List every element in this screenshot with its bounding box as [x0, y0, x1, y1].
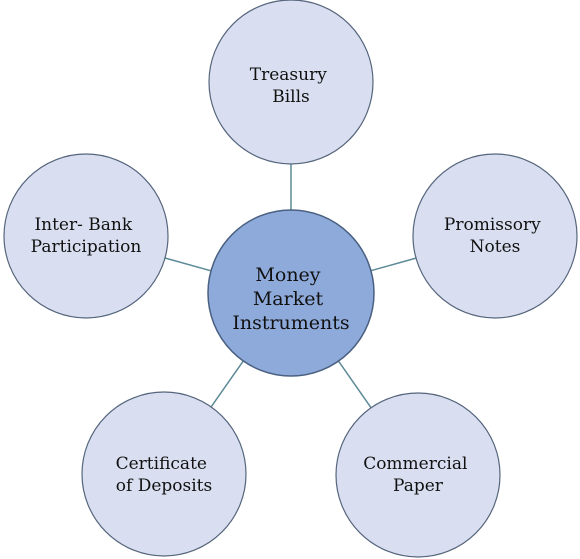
node-label-line-2: Paper: [393, 476, 444, 496]
node-circle: [412, 153, 578, 319]
node-circle: [3, 153, 169, 319]
node-label: Promissory Notes: [444, 215, 546, 257]
node-label: Inter- Bank Participation: [31, 215, 142, 257]
node-label-line-2: Bills: [272, 87, 310, 107]
node-label-line-2: of Deposits: [116, 476, 212, 496]
center-label-line-3: Instruments: [232, 312, 349, 334]
node-label: Treasury Bills: [250, 65, 332, 107]
node-label-line-2: Notes: [470, 237, 521, 257]
node-label-line-1: Certificate: [116, 454, 207, 474]
center-label: Money Market Instruments: [232, 264, 349, 334]
node-circle: [208, 0, 374, 165]
connector-line: [337, 360, 372, 409]
connector-line: [370, 257, 417, 272]
center-circle: [207, 209, 375, 377]
node-certificate-of-deposits: Certificate of Deposits: [81, 391, 247, 557]
connector-lines: [164, 164, 417, 409]
center-label-line-2: Market: [253, 288, 324, 310]
node-promissory-notes: Promissory Notes: [412, 153, 578, 319]
node-inter-bank-participation: Inter- Bank Participation: [3, 153, 169, 319]
node-commercial-paper: Commercial Paper: [335, 392, 501, 558]
node-label-line-1: Promissory: [444, 215, 541, 235]
node-label-line-2: Participation: [31, 237, 142, 257]
node-treasury-bills: Treasury Bills: [208, 0, 374, 165]
node-circle: [335, 392, 501, 558]
node-label: Certificate of Deposits: [116, 454, 213, 496]
connector-line: [210, 360, 244, 408]
center-node-money-market-instruments: Money Market Instruments: [207, 209, 375, 377]
connector-line: [164, 257, 212, 272]
center-label-line-1: Money: [255, 264, 320, 286]
node-label: Commercial Paper: [363, 454, 473, 496]
node-label-line-1: Treasury: [250, 65, 327, 85]
node-circle: [81, 391, 247, 557]
node-label-line-1: Commercial: [363, 454, 467, 474]
node-label-line-1: Inter- Bank: [34, 215, 132, 235]
